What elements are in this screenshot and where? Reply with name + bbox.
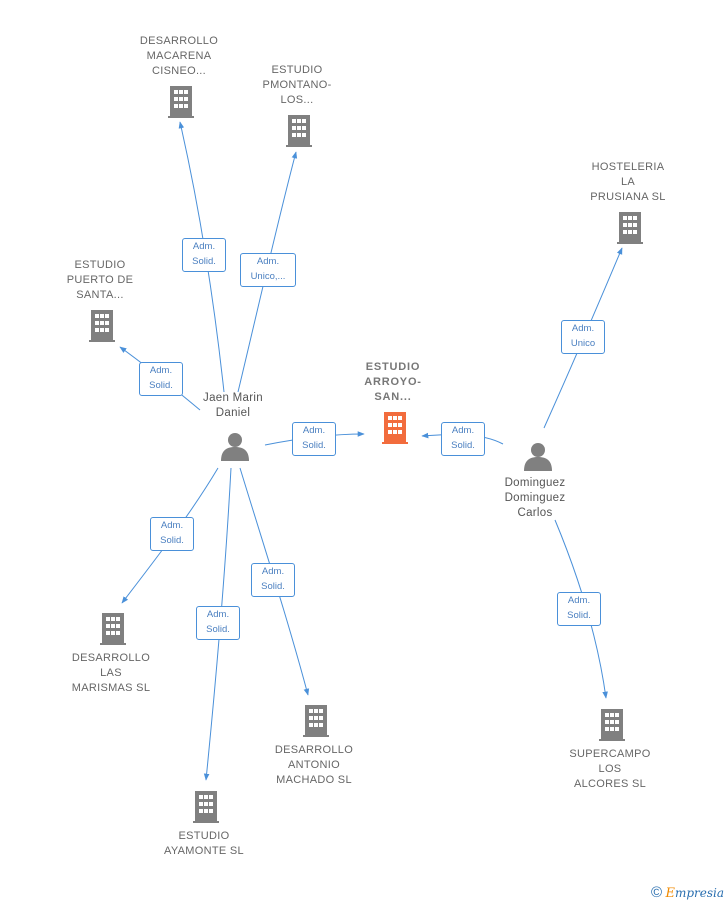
edges — [119, 121, 623, 781]
person-label-jaen[interactable]: Jaen Marin Daniel — [203, 392, 263, 419]
building-icon-marismas — [100, 613, 126, 645]
relation-badge-arroyo-dom: Adm. Solid. — [441, 422, 485, 456]
company-label-antonio[interactable]: DESARROLLO ANTONIO MACHADO SL — [274, 744, 354, 786]
relation-badge-arroyo-jaen: Adm. Solid. — [292, 422, 336, 456]
relation-badge-puerto: Adm. Solid. — [139, 362, 183, 396]
person-label-dominguez[interactable]: Dominguez Dominguez Carlos — [504, 477, 566, 519]
copyright-icon: © — [651, 884, 663, 901]
brand-initial: E — [665, 886, 675, 901]
building-icon-macarena — [168, 86, 194, 118]
person-icon-dominguez — [524, 443, 552, 471]
company-label-macarena[interactable]: DESARROLLO MACARENA CISNEO... — [139, 35, 219, 77]
building-icon-pmontano — [286, 115, 312, 147]
person-icon-jaen — [221, 433, 249, 461]
relation-badge-ayamonte: Adm. Solid. — [196, 606, 240, 640]
building-icon-hosteleria — [617, 212, 643, 244]
building-icon-ayamonte — [193, 791, 219, 823]
relation-badge-hosteleria: Adm. Unico — [561, 320, 605, 354]
company-label-supercampo[interactable]: SUPERCAMPO LOS ALCORES SL — [569, 748, 651, 790]
building-icon-main — [382, 412, 408, 444]
relation-badge-marismas: Adm. Solid. — [150, 517, 194, 551]
company-label-hosteleria[interactable]: HOSTELERIA LA PRUSIANA SL — [590, 161, 666, 203]
company-label-puerto[interactable]: ESTUDIO PUERTO DE SANTA... — [66, 259, 134, 301]
building-icon-puerto — [89, 310, 115, 342]
relation-badge-supercampo: Adm. Solid. — [557, 592, 601, 626]
company-label-main[interactable]: ESTUDIO ARROYO- SAN... — [364, 361, 422, 403]
company-label-pmontano[interactable]: ESTUDIO PMONTANO- LOS... — [262, 64, 332, 106]
relation-badge-pmontano: Adm. Unico,... — [240, 253, 296, 287]
relation-badge-antonio: Adm. Solid. — [251, 563, 295, 597]
building-icon-antonio — [303, 705, 329, 737]
building-icon-supercampo — [599, 709, 625, 741]
company-label-ayamonte[interactable]: ESTUDIO AYAMONTE SL — [164, 830, 244, 857]
company-label-marismas[interactable]: DESARROLLO LAS MARISMAS SL — [71, 652, 151, 694]
footer-brand[interactable]: © Empresia — [651, 884, 724, 901]
relation-badge-macarena: Adm. Solid. — [182, 238, 226, 272]
brand-name: mpresia — [674, 886, 724, 900]
